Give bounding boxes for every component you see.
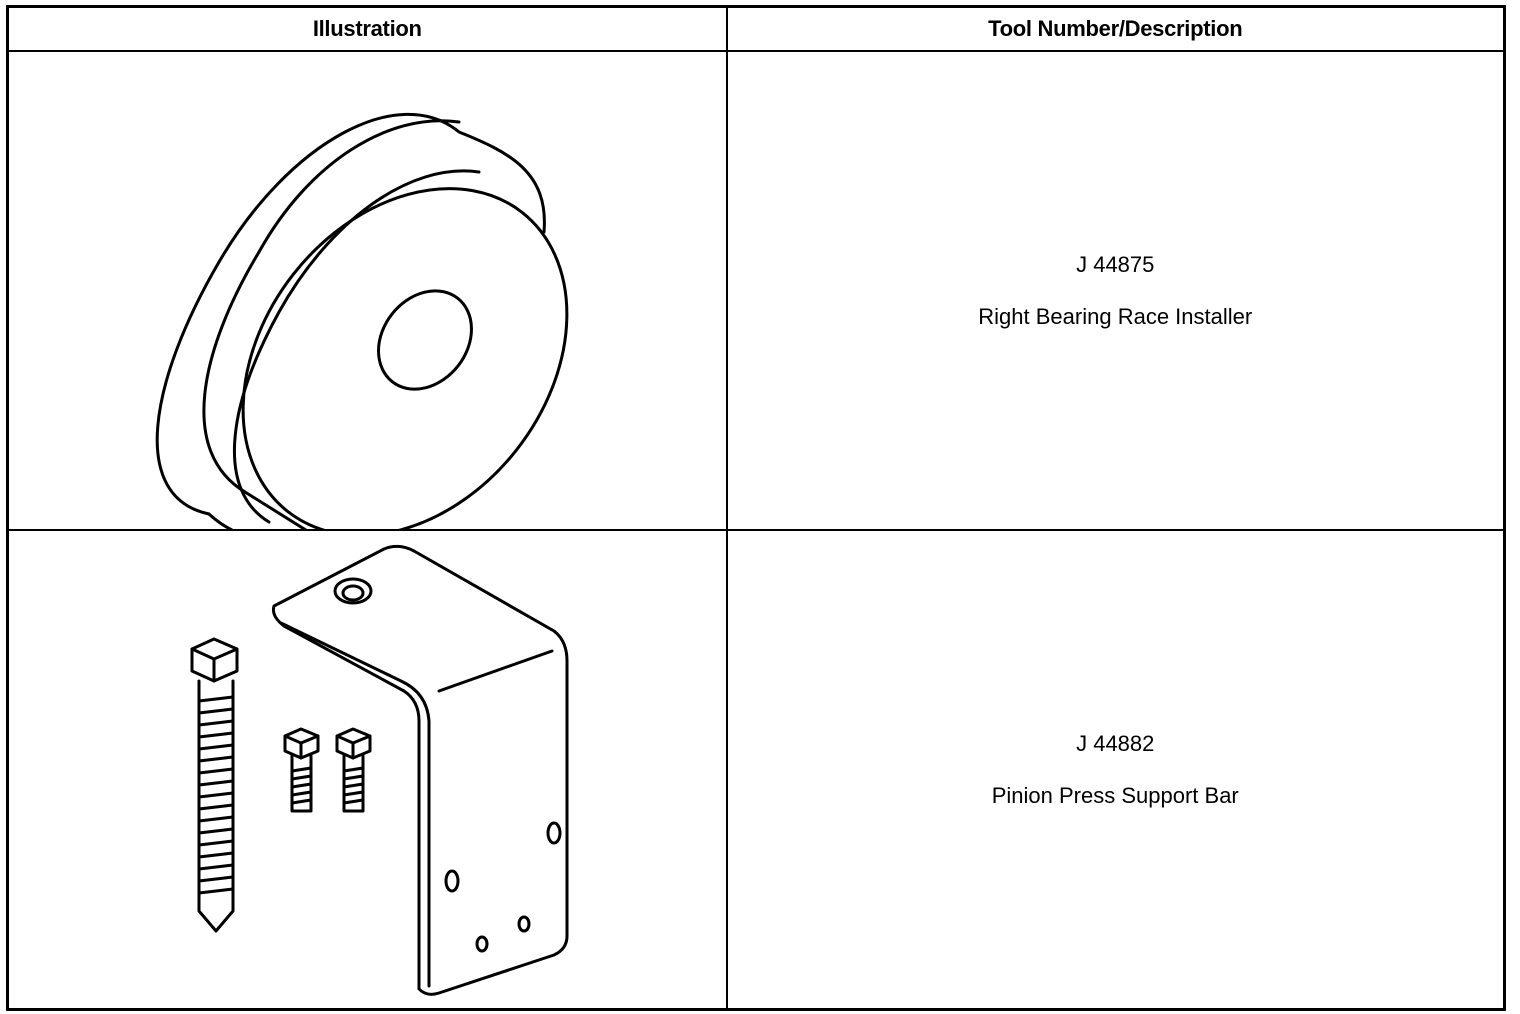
table-header-row: Illustration Tool Number/Description xyxy=(6,5,1506,52)
tool-description: Right Bearing Race Installer xyxy=(978,303,1253,329)
illustration-cell xyxy=(6,529,728,1011)
tool-description-cell: J 44875 Right Bearing Race Installer xyxy=(725,50,1506,531)
support-bar-with-bolts-drawing xyxy=(9,531,728,1008)
tool-table: Illustration Tool Number/Description xyxy=(6,5,1506,1011)
header-tool-description: Tool Number/Description xyxy=(725,5,1506,52)
tool-number: J 44882 xyxy=(1076,730,1155,756)
table-row: J 44875 Right Bearing Race Installer xyxy=(6,50,1506,531)
tool-description: Pinion Press Support Bar xyxy=(991,782,1239,808)
header-illustration: Illustration xyxy=(6,5,728,52)
table-row: J 44882 Pinion Press Support Bar xyxy=(6,529,1506,1011)
bearing-race-installer-drawing xyxy=(9,52,728,529)
tool-description-cell: J 44882 Pinion Press Support Bar xyxy=(725,529,1506,1011)
illustration-cell xyxy=(6,50,728,531)
tool-number: J 44875 xyxy=(1076,251,1155,277)
